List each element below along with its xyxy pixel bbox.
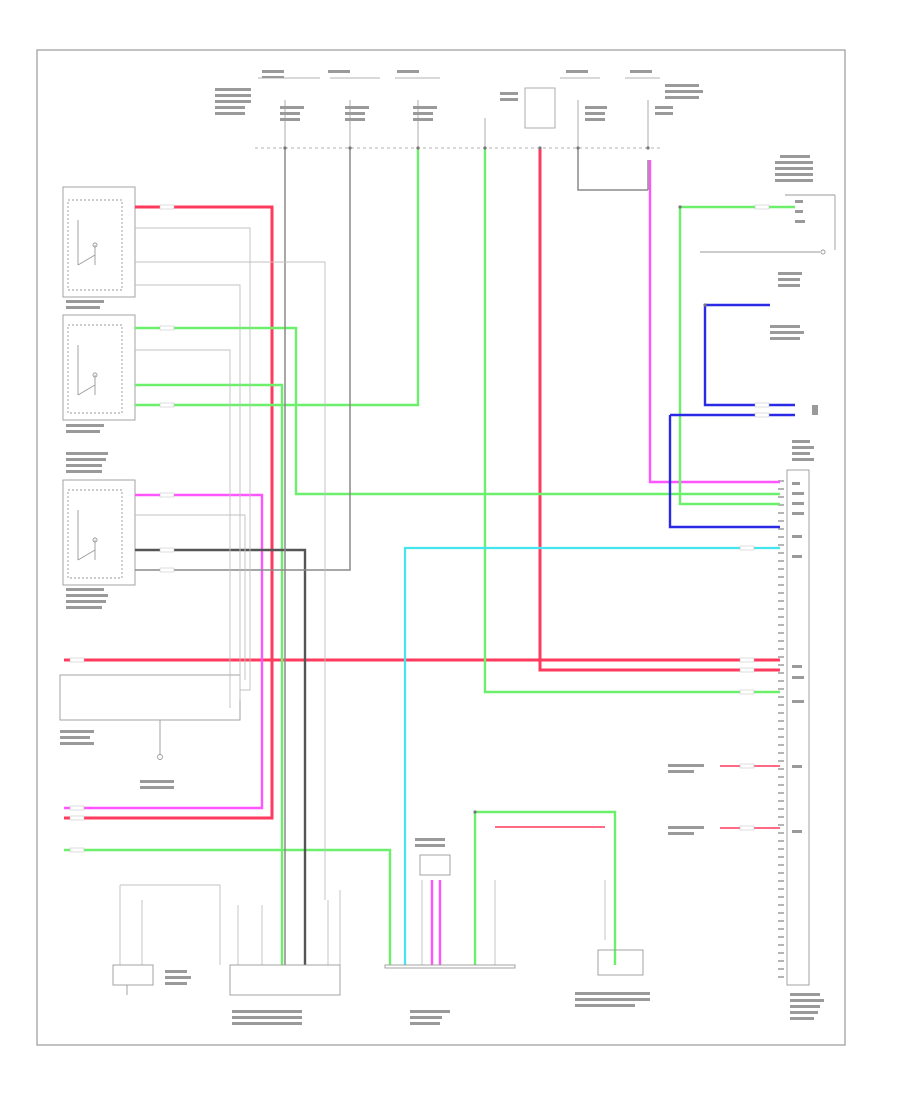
right-top-module	[700, 194, 836, 255]
relay-box-1	[62, 186, 136, 298]
top-fuse-labels	[215, 70, 703, 121]
bottom-center-connector	[384, 854, 516, 969]
right-top-labels	[770, 155, 818, 415]
diagram-frame	[36, 49, 846, 1046]
relay-labels	[66, 300, 108, 609]
relay-box-2	[62, 314, 136, 421]
right-module-pins	[778, 480, 784, 978]
top-fuse-block	[255, 77, 660, 149]
junction-dots	[283, 146, 707, 814]
thin-gray-wires	[119, 227, 606, 965]
pink-wires	[64, 160, 780, 965]
wire-tags	[69, 204, 770, 853]
right-module-labels	[790, 440, 824, 1020]
light-blue-wire	[403, 546, 780, 965]
right-module	[786, 469, 810, 986]
left-connector	[59, 674, 241, 760]
bottom-left-connector	[112, 964, 154, 995]
black-wires	[135, 548, 307, 965]
bottom-labels	[165, 764, 704, 1025]
light-green-wires	[64, 148, 795, 965]
relay-box-3	[62, 479, 136, 586]
left-connector-labels	[60, 730, 174, 789]
red-short-wires	[495, 765, 780, 829]
bottom-mid-connector	[229, 964, 341, 996]
bottom-right-module	[597, 949, 644, 976]
red-wires	[64, 148, 780, 820]
gray-wires	[135, 148, 649, 965]
